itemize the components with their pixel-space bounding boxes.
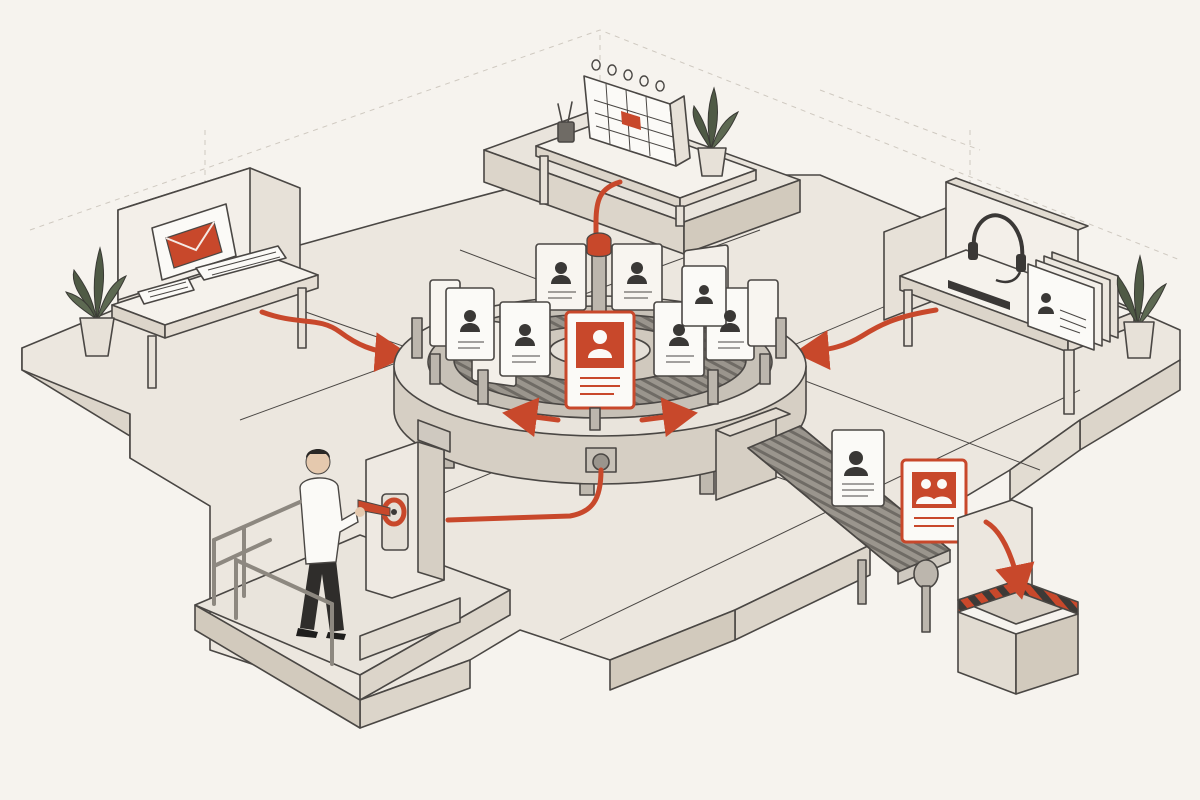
rim-posts [411, 317, 787, 431]
conveyor-card-group [900, 458, 968, 544]
key-icon [357, 497, 407, 527]
conveyor-card-individual [831, 429, 885, 507]
edge-support-to-carousel [794, 307, 939, 371]
key-lock-station [357, 441, 461, 661]
selected-profile-card [564, 310, 636, 410]
calendar-station [483, 59, 801, 255]
discard-bin [957, 499, 1079, 695]
plant-icon [1116, 254, 1168, 359]
edge-email-to-carousel [259, 309, 410, 373]
edge-carousel-to-key-lock [445, 467, 604, 523]
flow-arrows [259, 179, 939, 373]
merge-conveyor [715, 407, 968, 633]
support-station [883, 177, 1168, 415]
email-station [65, 167, 319, 389]
person-icon [460, 262, 740, 346]
profile-card-stack [1027, 251, 1119, 351]
person-icon [844, 451, 868, 476]
edge-calendar-to-carousel [593, 179, 623, 239]
guard-railing [212, 500, 334, 666]
person-icon [1038, 293, 1054, 314]
pen-holder-icon [557, 101, 575, 143]
profile-carousel [393, 232, 807, 496]
arrow-icon [983, 519, 1035, 600]
envelope-icon [165, 221, 223, 269]
calendar-icon [583, 59, 691, 167]
group-icon [912, 472, 956, 508]
plant-icon [65, 246, 127, 357]
person-icon [576, 322, 624, 368]
plant-icon [692, 86, 740, 177]
headset-icon [968, 213, 1026, 284]
